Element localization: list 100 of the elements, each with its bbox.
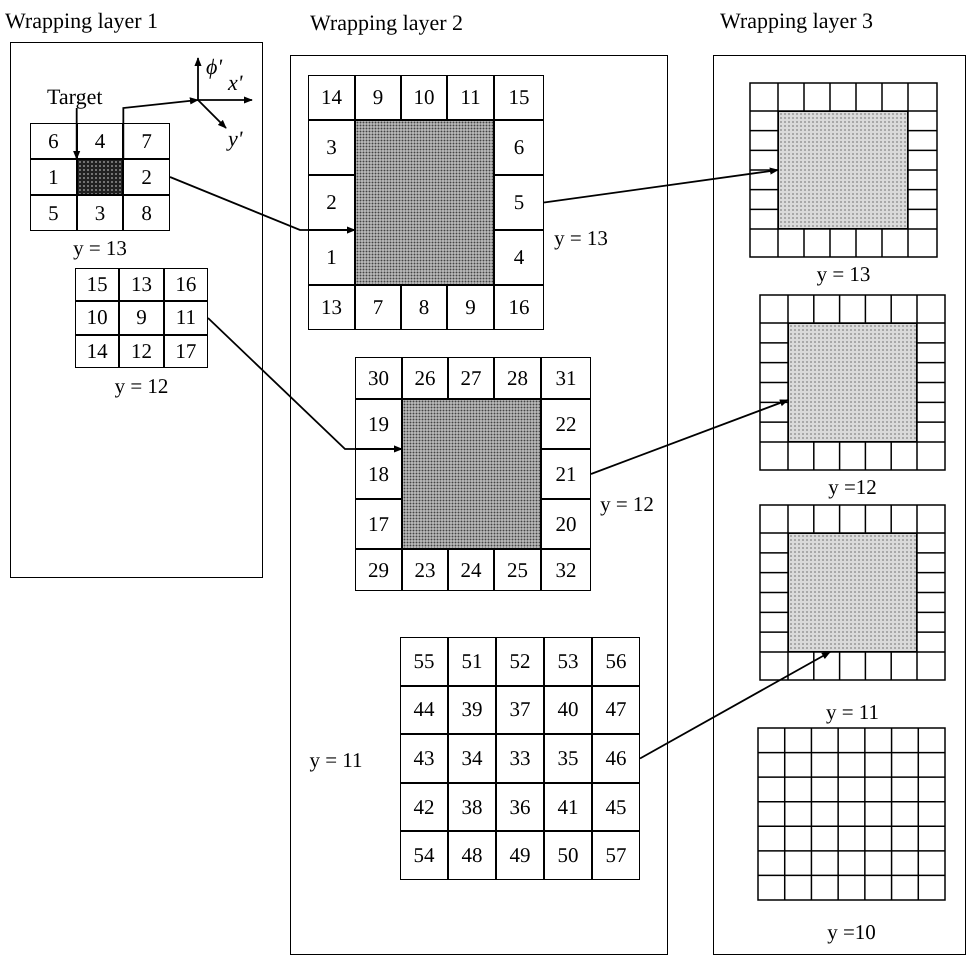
grid-cell: 10 <box>75 301 120 335</box>
shaded-cell <box>355 120 494 285</box>
grid-caption: y =10 <box>826 920 877 944</box>
arrow <box>170 176 356 234</box>
grid-cell: 27 <box>448 357 494 399</box>
grid-cell: 24 <box>448 549 494 591</box>
arrow <box>544 168 779 204</box>
grid-cell: 8 <box>401 285 447 330</box>
grid-cell: 1 <box>30 159 77 195</box>
grid-cell: 49 <box>496 831 544 880</box>
grid-cell: 11 <box>447 75 494 120</box>
grid-cell: 19 <box>355 399 402 449</box>
panel-title: Wrapping layer 2 <box>310 10 464 36</box>
shaded-cell <box>788 323 917 442</box>
grid-cell: 3 <box>76 195 124 231</box>
grid-cell: 30 <box>355 357 402 399</box>
grid-cell: 1 <box>308 230 355 285</box>
grid-cell: 26 <box>402 357 448 399</box>
grid-cell: 16 <box>494 285 544 330</box>
grid-cell: 2 <box>308 175 355 230</box>
grid-cell: 9 <box>119 301 164 335</box>
grid-cell: 14 <box>308 75 355 120</box>
grid-cell: 10 <box>401 75 447 120</box>
grid-caption: y = 13 <box>72 236 128 260</box>
arrow <box>640 651 831 760</box>
shaded-cell <box>402 399 541 549</box>
grid-cell: 9 <box>447 285 494 330</box>
grid-cell: 13 <box>119 268 164 302</box>
grid-cell: 21 <box>541 449 591 499</box>
grid-cell: 53 <box>544 637 592 686</box>
shaded-cell <box>778 111 908 229</box>
grid-cell: 18 <box>355 449 402 499</box>
grid-cell: 11 <box>164 301 208 335</box>
grid-cell: 14 <box>75 334 120 368</box>
grid-cell: 15 <box>75 268 120 302</box>
grid-cell: 41 <box>544 782 592 832</box>
grid-cell: 50 <box>544 831 592 880</box>
grid-cell: 40 <box>544 686 592 734</box>
shaded-cell <box>788 533 917 652</box>
grid-caption: y = 13 <box>553 226 609 250</box>
grid-cell: 42 <box>400 782 448 832</box>
grid-cell: 7 <box>355 285 401 330</box>
grid-cell: 3 <box>308 120 355 175</box>
grid-cell: 22 <box>541 399 591 449</box>
axis-label: x' <box>228 72 242 94</box>
grid-cell: 56 <box>592 637 640 686</box>
grid-cell: 4 <box>494 230 544 285</box>
grid-caption: y = 11 <box>308 748 364 772</box>
grid-cell: 45 <box>592 782 640 832</box>
grid-cell: 16 <box>164 268 208 302</box>
grid-cell: 28 <box>494 357 541 399</box>
grid-cell: 39 <box>448 686 496 734</box>
panel-title: Wrapping layer 3 <box>720 8 874 34</box>
grid-cell: 20 <box>541 499 591 549</box>
grid-cell: 43 <box>400 734 448 783</box>
target-label: Target <box>47 84 147 108</box>
grid-cell: 51 <box>448 637 496 686</box>
grid-caption: y = 13 <box>816 262 872 286</box>
grid-caption: y = 12 <box>114 374 170 398</box>
grid-cell: 15 <box>494 75 544 120</box>
grid-cell: 4 <box>76 123 124 159</box>
grid-cell: 6 <box>30 123 77 159</box>
grid-cell: 55 <box>400 637 448 686</box>
grid-cell: 9 <box>355 75 401 120</box>
grid-cell: 31 <box>541 357 591 399</box>
grid-cell: 52 <box>496 637 544 686</box>
grid-cell: 37 <box>496 686 544 734</box>
grid-cell: 57 <box>592 831 640 880</box>
grid-cell: 25 <box>494 549 541 591</box>
grid-caption: y = 11 <box>824 700 880 724</box>
grid-cell: 5 <box>30 195 77 231</box>
grid-cell: 47 <box>592 686 640 734</box>
grid-cell: 32 <box>541 549 591 591</box>
shaded-cell <box>76 159 124 195</box>
grid-cell: 7 <box>123 123 170 159</box>
grid-cell: 54 <box>400 831 448 880</box>
arrow <box>590 399 789 475</box>
grid-cell: 12 <box>119 334 164 368</box>
grid-cell: 46 <box>592 734 640 783</box>
grid-cell: 34 <box>448 734 496 783</box>
grid-cell: 2 <box>123 159 170 195</box>
grid-cell: 13 <box>308 285 355 330</box>
arrow <box>207 317 403 453</box>
grid-cell: 17 <box>164 334 208 368</box>
grid-caption: y =12 <box>827 475 878 499</box>
axis-label: y' <box>228 128 242 150</box>
grid-cell: 17 <box>355 499 402 549</box>
grid-cell: 38 <box>448 782 496 832</box>
grid-cell: 35 <box>544 734 592 783</box>
panel-title: Wrapping layer 1 <box>5 8 158 34</box>
grid-cell: 44 <box>400 686 448 734</box>
grid-cell: 23 <box>402 549 448 591</box>
grid-cell: 29 <box>355 549 402 591</box>
grid-cell: 48 <box>448 831 496 880</box>
grid-caption: y = 12 <box>599 492 655 516</box>
arrow <box>73 108 80 160</box>
grid-cell: 6 <box>494 120 544 175</box>
grid-cell: 5 <box>494 175 544 230</box>
grid-cell: 33 <box>496 734 544 783</box>
grid-cell: 36 <box>496 782 544 832</box>
